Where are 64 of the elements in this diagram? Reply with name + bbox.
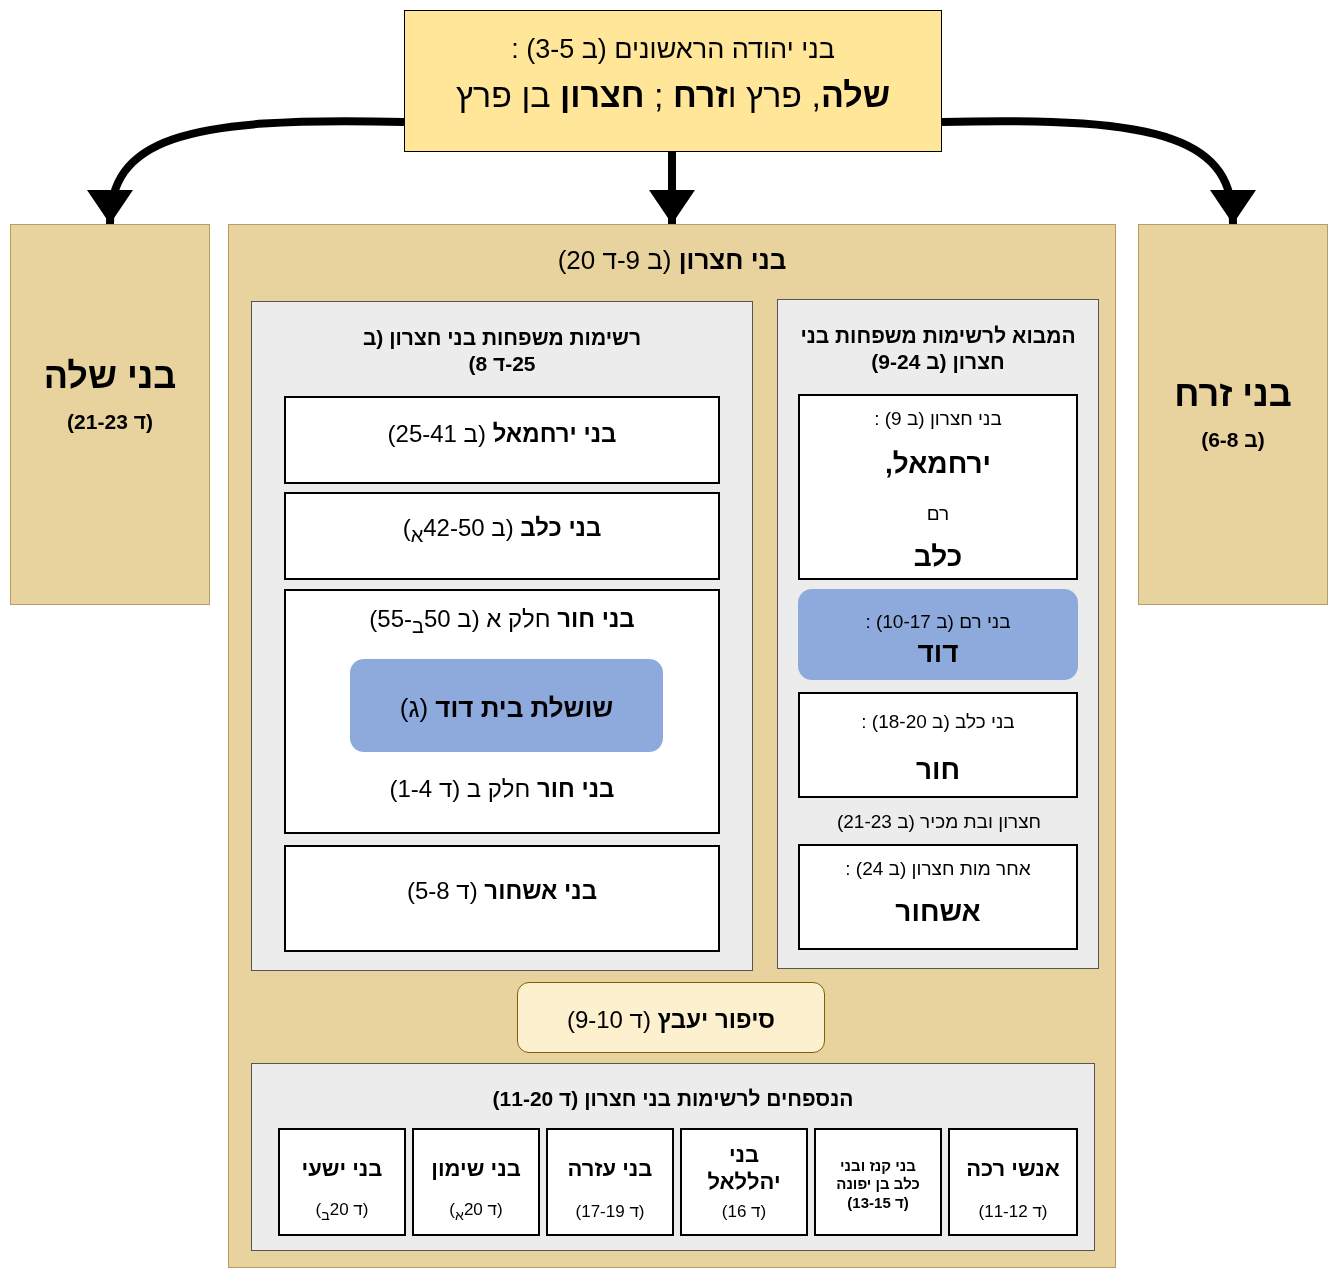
- section-panel: [228, 224, 1116, 1268]
- section-title: (ב 6-8): [1201, 427, 1265, 453]
- entry-text: כלב: [913, 539, 963, 574]
- table-cell: [948, 1128, 1078, 1236]
- arrow: [89, 117, 405, 225]
- title-text: שלה, פרץ וזרח ; חצרון בן פרץ: [455, 75, 891, 117]
- table-cell: [412, 1128, 540, 1236]
- cell-text: (ד 20$_{א}$): [449, 1200, 503, 1224]
- table-cell: [546, 1128, 674, 1236]
- highlight-box: [350, 659, 663, 752]
- arrow: [649, 152, 695, 224]
- entry-text: אשחור: [895, 894, 981, 929]
- entry-text: בני חצרון (ב 9) :: [874, 407, 1002, 431]
- entry-text: בני כלב (ב 18-20) :: [861, 710, 1015, 734]
- cell-text: (ד 11-12): [978, 1201, 1048, 1223]
- table-cell: [814, 1128, 942, 1236]
- list-box: [798, 844, 1078, 950]
- cell-text: בני עזרה: [566, 1155, 654, 1183]
- list-box: [284, 845, 720, 952]
- highlight-box: [798, 589, 1078, 680]
- entry-text: בני כלב (ב 42-50$_{א}$): [402, 512, 602, 548]
- list-box: [284, 492, 720, 580]
- panel-note: חצרון ובת מכיר (ב 21-23): [836, 810, 1042, 834]
- cell-text: בני קנז ובני כלב בן יפונה (ד 13-15): [835, 1156, 921, 1212]
- list-box: [798, 394, 1078, 580]
- entry-text: בני רם (ב 10-17) :: [865, 610, 1011, 634]
- panel-heading: המבוא לרשימות משפחות בני חצרון (ב 9-24): [799, 323, 1077, 375]
- cell-text: בני שימון: [430, 1155, 522, 1183]
- entry-text: שושלת בית דוד (ג): [399, 693, 614, 725]
- list-panel: [777, 299, 1099, 969]
- entry-text: חור: [915, 752, 961, 787]
- entry-text: רם: [926, 502, 950, 526]
- table-cell: [680, 1128, 808, 1236]
- cell-text: בני ישעי: [300, 1155, 384, 1183]
- entry-text: בני ירחמאל (ב 25-41): [387, 419, 617, 449]
- panel-heading: הנספחים לרשימות בני חצרון (ד 11-20): [492, 1086, 854, 1112]
- section-title: בני חצרון (ב 9-ד 20): [557, 245, 787, 277]
- cell-text: בני יהללאל: [706, 1142, 782, 1196]
- list-box: [284, 396, 720, 484]
- cell-text: אנשי רכה: [965, 1155, 1061, 1183]
- cell-text: (ד 16): [721, 1201, 767, 1223]
- side-box: [1138, 224, 1328, 605]
- list-panel: [251, 301, 753, 971]
- entry-text: סיפור יעבץ (ד 9-10): [566, 1005, 776, 1035]
- section-title: בני זרח: [1174, 372, 1292, 416]
- entry-text: אחר מות חצרון (ב 24) :: [845, 857, 1031, 881]
- story-box: [517, 982, 825, 1053]
- cell-text: (ד 17-19): [575, 1201, 645, 1223]
- entry-text: בני אשחור (ד 5-8): [407, 876, 597, 906]
- appendix-panel: [251, 1063, 1095, 1251]
- title-box: [404, 10, 942, 152]
- table-cell: [278, 1128, 406, 1236]
- side-box: [10, 224, 210, 605]
- cell-text: (ד 20$_{ב}$): [315, 1200, 369, 1224]
- section-title: בני שלה: [43, 354, 177, 398]
- title-text: בני יהודה הראשונים (ב 3-5) :: [511, 32, 835, 66]
- entry-text: ירחמאל,: [885, 446, 991, 481]
- entry-text: דוד: [917, 635, 959, 670]
- panel-heading: רשימות משפחות בני חצרון (ב 25-ד 8): [361, 325, 643, 377]
- list-box: [284, 589, 720, 834]
- section-title: (ד 21-23): [67, 409, 153, 435]
- entry-text: בני חור חלק ב (ד 1-4): [389, 774, 615, 804]
- list-box: [798, 692, 1078, 798]
- arrow: [941, 117, 1254, 225]
